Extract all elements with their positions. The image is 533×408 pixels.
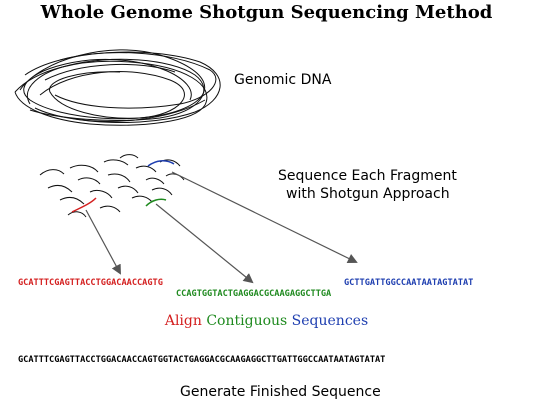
label-sequence-fragment-2: with Shotgun Approach: [286, 186, 450, 202]
dna-fragments: [39, 154, 185, 218]
sequences-word: Sequences: [291, 313, 369, 329]
align-word: Align: [164, 313, 202, 329]
diagram-title: Whole Genome Shotgun Sequencing Method: [40, 2, 493, 23]
align-contiguous-sequences: Align Contiguous Sequences: [0, 313, 533, 329]
red-fragment: [71, 197, 97, 213]
contiguous-word: Contiguous: [206, 313, 288, 329]
arrow-blue: [171, 171, 358, 263]
sequence-red: GCATTTCGAGTTACCTGGACAACCAGTG: [18, 278, 163, 288]
green-fragment: [145, 198, 167, 207]
label-sequence-fragment-1: Sequence Each Fragment: [278, 168, 457, 184]
label-genomic-dna: Genomic DNA: [234, 72, 332, 88]
sequence-blue: GCTTGATTGGCCAATAATAGTATAT: [344, 278, 474, 288]
arrow-red: [85, 209, 121, 275]
sequence-finished: GCATTTCGAGTTACCTGGACAACCAGTGGTACTGAGGACG…: [18, 355, 386, 365]
label-generate-finished: Generate Finished Sequence: [180, 384, 381, 400]
genomic-dna-tangle: [14, 49, 221, 126]
arrow-green: [155, 203, 254, 284]
blue-fragment: [147, 160, 175, 167]
sequence-green: CCAGTGGTACTGAGGACGCAAGAGGCTTGA: [176, 289, 332, 299]
